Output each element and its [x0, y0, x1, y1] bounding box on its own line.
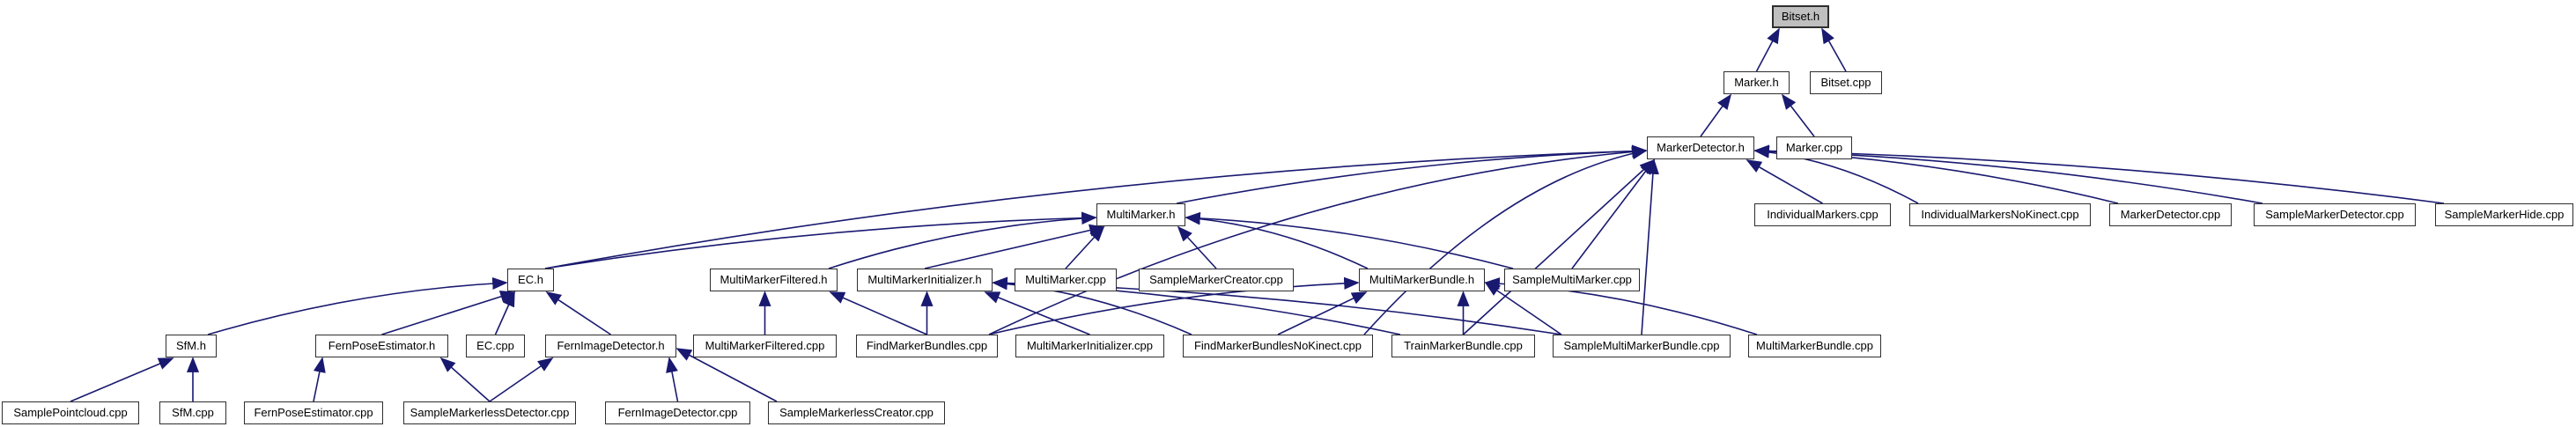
graph-node-multimarker-cpp[interactable]: MultiMarker.cpp	[1015, 269, 1117, 291]
graph-node-fernimagedetector-cpp[interactable]: FernImageDetector.cpp	[605, 401, 750, 424]
graph-edge-samplemultimarkerbundle-cpp-to-multimarkerbundle-h	[1484, 282, 1562, 335]
graph-node-multimarker-h[interactable]: MultiMarker.h	[1096, 203, 1185, 226]
graph-edge-samplemarkerhide-cpp-to-markerdetector-h	[1753, 144, 2445, 204]
graph-node-sfm-h[interactable]: SfM.h	[166, 335, 217, 357]
graph-edge-fernimagedetector-h-to-ec-h	[545, 291, 611, 335]
graph-edge-multimarker-cpp-to-multimarker-h	[1065, 225, 1105, 269]
graph-edge-multimarkerinitializer-h-to-multimarker-h	[924, 224, 1105, 269]
graph-edge-samplemarkercreator-cpp-to-multimarker-h	[1177, 225, 1217, 269]
graph-edge-markerdetector-h-to-marker-h	[1700, 93, 1732, 137]
graph-node-bitset-cpp[interactable]: Bitset.cpp	[1810, 71, 1882, 94]
graph-node-samplepointcloud-cpp[interactable]: SamplePointcloud.cpp	[2, 401, 139, 424]
graph-edge-multimarkerfiltered-h-to-multimarker-h	[828, 211, 1097, 269]
graph-edge-ec-h-to-multimarker-h	[544, 211, 1097, 269]
graph-node-marker-h[interactable]: Marker.h	[1723, 71, 1790, 94]
graph-node-samplemarkerlesscreator-cpp[interactable]: SampleMarkerlessCreator.cpp	[768, 401, 945, 424]
graph-node-individualmarkersnokinect-cpp[interactable]: IndividualMarkersNoKinect.cpp	[1909, 203, 2091, 226]
graph-node-fernimagedetector-h[interactable]: FernImageDetector.h	[545, 335, 676, 357]
graph-node-samplemarkerlessdetector-cpp[interactable]: SampleMarkerlessDetector.cpp	[403, 401, 576, 424]
graph-node-findmarkerbundlesnokinect-cpp[interactable]: FindMarkerBundlesNoKinect.cpp	[1183, 335, 1373, 357]
graph-edge-fernimagedetector-cpp-to-fernimagedetector-h	[666, 357, 679, 402]
graph-node-samplemultimarkerbundle-cpp[interactable]: SampleMultiMarkerBundle.cpp	[1553, 335, 1731, 357]
graph-edge-individualmarkersnokinect-cpp-to-markerdetector-h	[1753, 145, 1919, 204]
graph-edge-findmarkerbundlesnokinect-cpp-to-multimarkerbundle-h	[1277, 291, 1368, 335]
graph-node-markerdetector-cpp[interactable]: MarkerDetector.cpp	[2109, 203, 2232, 226]
graph-edge-ec-cpp-to-ec-h	[494, 291, 515, 335]
graph-node-sfm-cpp[interactable]: SfM.cpp	[159, 401, 226, 424]
graph-node-samplemarkercreator-cpp[interactable]: SampleMarkerCreator.cpp	[1139, 269, 1294, 291]
graph-edge-findmarkerbundlesnokinect-cpp-to-markerdetector-h	[1363, 147, 1648, 335]
graph-edge-findmarkerbundles-cpp-to-markerdetector-h	[988, 145, 1648, 335]
graph-edge-marker-h-to-bitset-h	[1755, 27, 1780, 72]
graph-edge-multimarkerinitializer-cpp-to-multimarkerinitializer-h	[984, 291, 1090, 335]
graph-edge-findmarkerbundles-cpp-to-multimarkerfiltered-h	[829, 291, 927, 335]
graph-edge-samplemultimarkerbundle-cpp-to-markerdetector-h	[1641, 158, 1659, 335]
graph-edge-bitset-cpp-to-bitset-h	[1821, 27, 1847, 72]
graph-node-trainmarkerbundle-cpp[interactable]: TrainMarkerBundle.cpp	[1391, 335, 1535, 357]
graph-node-multimarkerfiltered-cpp[interactable]: MultiMarkerFiltered.cpp	[693, 335, 837, 357]
graph-edge-samplemultimarker-cpp-to-markerdetector-h	[1571, 158, 1656, 269]
graph-edge-individualmarkers-cpp-to-markerdetector-h	[1746, 159, 1823, 204]
graph-node-samplemultimarker-cpp[interactable]: SampleMultiMarker.cpp	[1504, 269, 1640, 291]
graph-edge-samplepointcloud-cpp-to-sfm-h	[70, 357, 174, 402]
graph-node-multimarkerinitializer-cpp[interactable]: MultiMarkerInitializer.cpp	[1015, 335, 1164, 357]
graph-node-ec-cpp[interactable]: EC.cpp	[466, 335, 525, 357]
graph-node-individualmarkers-cpp[interactable]: IndividualMarkers.cpp	[1754, 203, 1891, 226]
graph-node-fernposeestimator-cpp[interactable]: FernPoseEstimator.cpp	[244, 401, 383, 424]
graph-edge-samplemultimarker-cpp-to-multimarker-h	[1185, 211, 1514, 269]
graph-node-multimarkerbundle-h[interactable]: MultiMarkerBundle.h	[1359, 269, 1485, 291]
graph-edge-findmarkerbundles-cpp-to-multimarkerbundle-h	[988, 276, 1360, 335]
graph-edge-samplemarkerlessdetector-cpp-to-fernimagedetector-h	[489, 357, 554, 402]
graph-edge-multimarkerbundle-h-to-multimarker-h	[1185, 212, 1369, 269]
graph-edge-fernposeestimator-cpp-to-fernposeestimator-h	[313, 357, 326, 402]
graph-edge-ec-h-to-markerdetector-h	[544, 144, 1648, 269]
graph-edge-samplemarkerlesscreator-cpp-to-fernimagedetector-h	[675, 348, 778, 402]
graph-edge-samplemarkerlessdetector-cpp-to-fernposeestimator-h	[439, 357, 491, 402]
graph-node-multimarkerfiltered-h[interactable]: MultiMarkerFiltered.h	[710, 269, 838, 291]
graph-node-ec-h[interactable]: EC.h	[507, 269, 554, 291]
graph-edge-sfm-h-to-ec-h	[207, 276, 508, 335]
graph-node-findmarkerbundles-cpp[interactable]: FindMarkerBundles.cpp	[856, 335, 998, 357]
graph-node-markerdetector-h[interactable]: MarkerDetector.h	[1647, 136, 1754, 159]
graph-edge-fernposeestimator-h-to-ec-h	[381, 291, 516, 335]
graph-node-fernposeestimator-h[interactable]: FernPoseEstimator.h	[315, 335, 448, 357]
graph-node-marker-cpp[interactable]: Marker.cpp	[1776, 136, 1852, 159]
graph-node-samplemarkerhide-cpp[interactable]: SampleMarkerHide.cpp	[2435, 203, 2573, 226]
graph-edge-trainmarkerbundle-cpp-to-markerdetector-h	[1462, 158, 1656, 335]
graph-node-multimarkerinitializer-h[interactable]: MultiMarkerInitializer.h	[857, 269, 993, 291]
graph-node-samplemarkerdetector-cpp[interactable]: SampleMarkerDetector.cpp	[2254, 203, 2416, 226]
graph-node-multimarkerbundle-cpp[interactable]: MultiMarkerBundle.cpp	[1748, 335, 1881, 357]
graph-edge-marker-cpp-to-marker-h	[1781, 93, 1815, 137]
graph-node-bitset-h[interactable]: Bitset.h	[1772, 5, 1829, 28]
